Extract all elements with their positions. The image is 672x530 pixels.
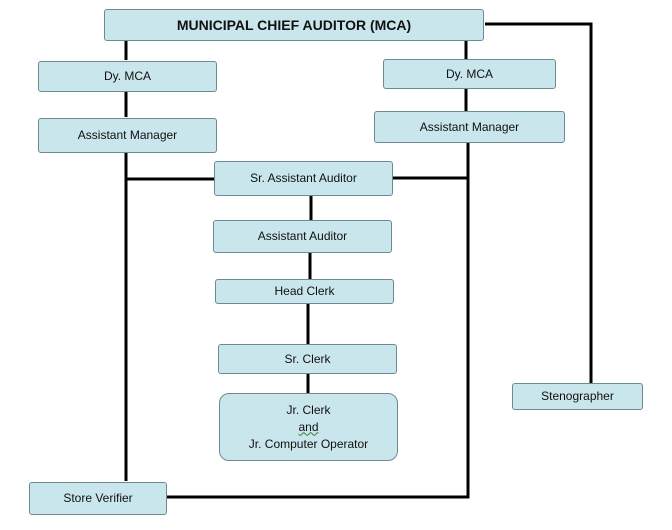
assistant-auditor-box: Assistant Auditor: [213, 220, 392, 253]
jr-clerk-line1: Jr. Clerk: [286, 402, 331, 417]
store-verifier-box: Store Verifier: [29, 482, 167, 515]
head-clerk-label: Head Clerk: [274, 284, 335, 298]
mca-label: MUNICIPAL CHIEF AUDITOR (MCA): [176, 16, 412, 33]
jr-clerk-line3: Jr. Computer Operator: [248, 436, 369, 451]
mca-box: MUNICIPAL CHIEF AUDITOR (MCA): [104, 9, 484, 41]
right-assistant-manager-label: Assistant Manager: [419, 119, 520, 134]
right-deputy-mca-label: Dy. MCA: [445, 66, 494, 81]
jr-clerk-line2: and: [298, 419, 319, 434]
sr-clerk-label: Sr. Clerk: [284, 351, 331, 366]
left-deputy-mca-label: Dy. MCA: [103, 69, 152, 83]
left-deputy-mca-box: Dy. MCA: [38, 61, 217, 92]
left-assistant-manager-box: Assistant Manager: [38, 118, 217, 153]
connector-mca-to-stenographer: [485, 22, 593, 383]
connector-right-trunk: [167, 143, 470, 499]
stenographer-label: Stenographer: [541, 389, 614, 403]
right-deputy-mca-box: Dy. MCA: [383, 59, 556, 89]
jr-clerk-box: Jr. Clerk and Jr. Computer Operator: [219, 393, 398, 461]
store-verifier-label: Store Verifier: [63, 491, 133, 505]
sr-assistant-auditor-box: Sr. Assistant Auditor: [214, 161, 393, 196]
right-assistant-manager-box: Assistant Manager: [374, 111, 565, 143]
sr-clerk-box: Sr. Clerk: [218, 344, 397, 374]
stenographer-box: Stenographer: [512, 383, 643, 410]
left-assistant-manager-label: Assistant Manager: [77, 128, 178, 142]
sr-assistant-auditor-label: Sr. Assistant Auditor: [250, 171, 357, 185]
assistant-auditor-label: Assistant Auditor: [257, 229, 348, 243]
head-clerk-box: Head Clerk: [215, 279, 394, 304]
